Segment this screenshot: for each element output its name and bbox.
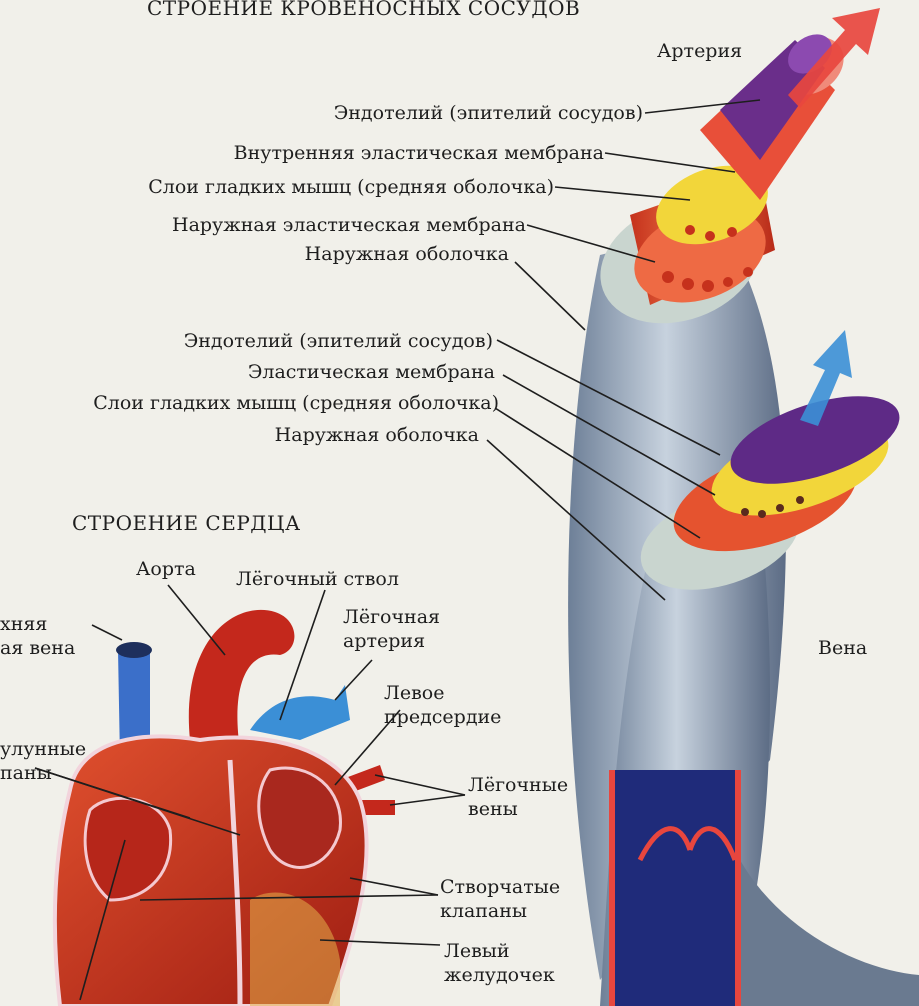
semilunar-valves-label-line2: паны (0, 762, 52, 784)
vein-label: Вена (818, 637, 867, 659)
artery-inner-elastic-label: Внутренняя эластическая мембрана (234, 142, 604, 164)
pulmonary-veins-label-line1: Лёгочные (468, 774, 568, 796)
artery-smooth-muscle-label: Слои гладких мышц (средняя оболочка) (148, 176, 554, 198)
heart-drawing (55, 610, 395, 1006)
artery-outer-elastic-label: Наружная эластическая мембрана (172, 214, 526, 236)
left-ventricle-label-line2: желудочек (444, 964, 555, 986)
vena-cava-label-line2: ая вена (0, 637, 75, 659)
left-ventricle-label-line1: Левый (444, 940, 510, 962)
vein-adventitia-label: Наружная оболочка (275, 424, 479, 446)
pulmonary-artery-label-line2: артерия (343, 630, 425, 652)
vein-tail (740, 860, 919, 1006)
vena-cava-label-line1: хняя (0, 613, 47, 635)
left-atrium-label-line1: Левое (384, 682, 444, 704)
leaflet-valves-label-line2: клапаны (440, 900, 527, 922)
heart-title: СТРОЕНИЕ СЕРДЦА (72, 511, 301, 535)
left-atrium-label-line2: предсердие (384, 706, 501, 728)
vein-cutaway (610, 770, 740, 1006)
artery-label: Артерия (657, 40, 742, 62)
semilunar-valves-label-line1: улунные (0, 738, 86, 760)
vein-endothelium-label: Эндотелий (эпителий сосудов) (184, 330, 493, 352)
artery-adventitia-label: Наружная оболочка (305, 243, 509, 265)
vein-elastic-label: Эластическая мембрана (248, 361, 495, 383)
vein-smooth-muscle-label: Слои гладких мышц (средняя оболочка) (93, 392, 499, 414)
pulmonary-trunk (250, 685, 350, 740)
artery-endothelium-label: Эндотелий (эпителий сосудов) (334, 102, 643, 124)
vessels-title: СТРОЕНИЕ КРОВЕНОСНЫХ СОСУДОВ (147, 0, 580, 20)
pulmonary-veins-label-line2: вены (468, 798, 518, 820)
aorta-label: Аорта (136, 558, 196, 580)
pulmonary-trunk-label: Лёгочный ствол (236, 568, 399, 590)
pulmonary-artery-label-line1: Лёгочная (343, 606, 440, 628)
leaflet-valves-label-line1: Створчатые (440, 876, 560, 898)
